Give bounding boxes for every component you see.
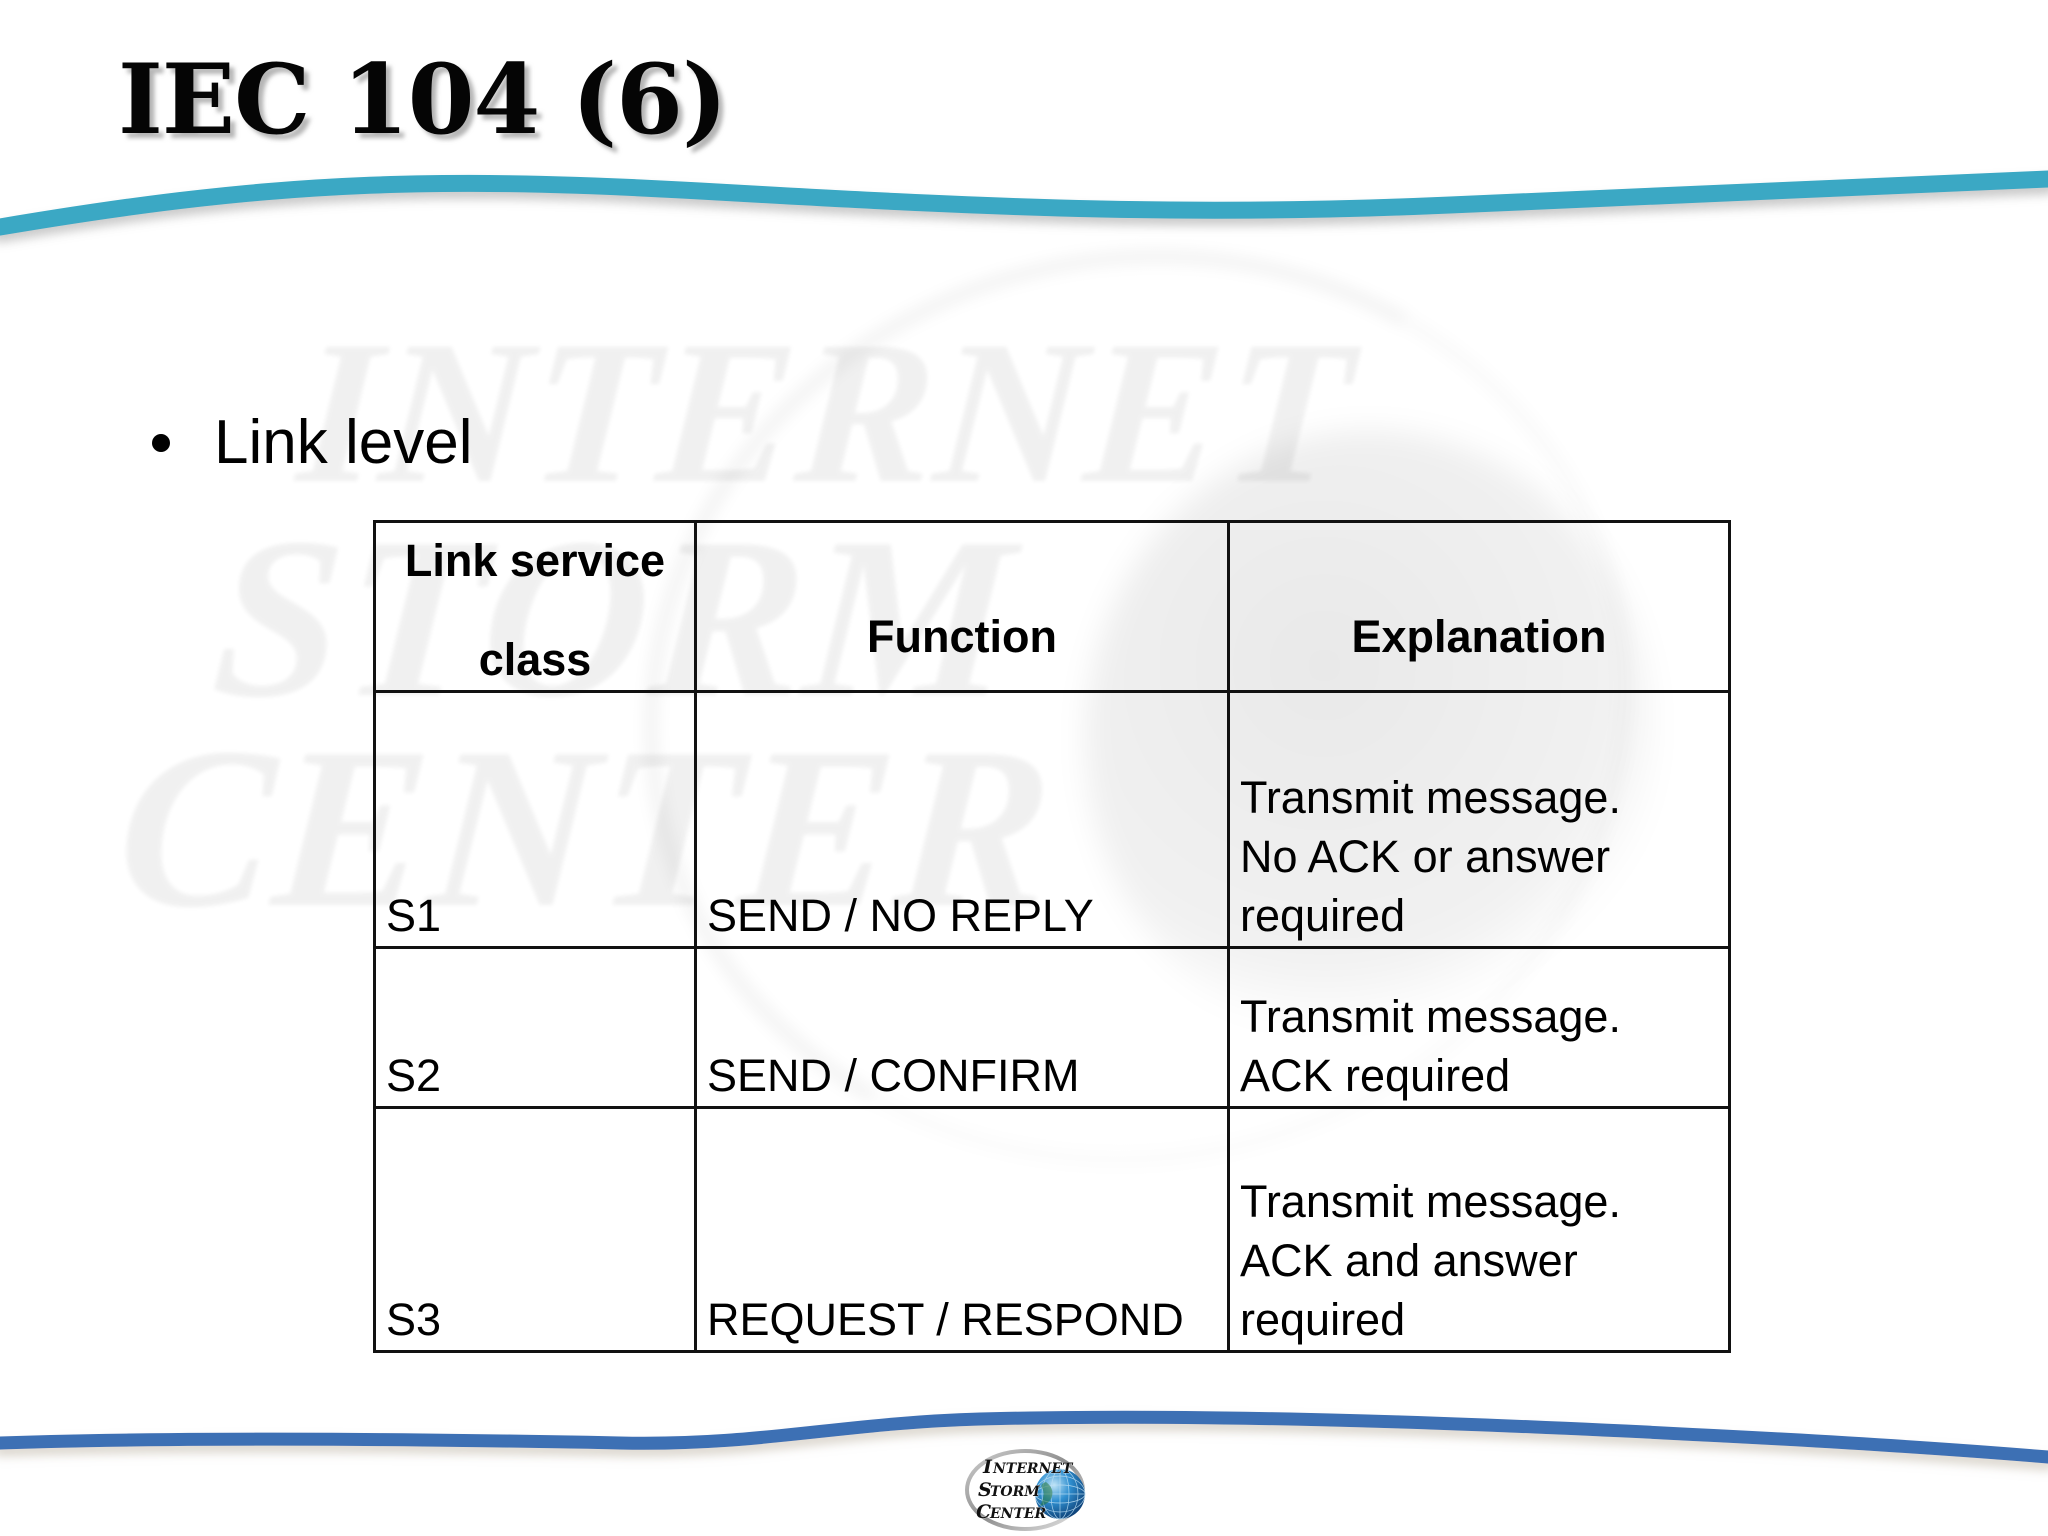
logo-text-storm: S [978, 1479, 992, 1501]
column-header-line1: Link service [404, 535, 666, 586]
bullet-point-icon [152, 434, 170, 452]
cell-class-s1: S1 [373, 689, 697, 949]
table-row: S2 SEND / CONFIRM Transmit message. ACK … [373, 945, 1731, 1109]
table-row: S3 REQUEST / RESPOND Transmit message. A… [373, 1105, 1731, 1353]
column-header-function-label: Function [867, 611, 1057, 662]
logo-text-internet-rest: NTERNET [992, 1461, 1074, 1477]
explanation-line: ACK required [1240, 1050, 1511, 1102]
cell-class-s2: S2 [373, 945, 697, 1109]
column-header-explanation: Explanation [1227, 520, 1731, 693]
cell-function-s3: REQUEST / RESPOND [694, 1105, 1230, 1353]
explanation-line: Transmit message. [1240, 1175, 1621, 1227]
table-body: S1 SEND / NO REPLY Transmit message. No … [373, 689, 1731, 1353]
cell-explanation-s3: Transmit message. ACK and answer require… [1227, 1105, 1731, 1353]
cell-explanation-s1: Transmit message. No ACK or answer requi… [1227, 689, 1731, 949]
slide-title: IEC 104 (6) [118, 43, 727, 156]
column-header-line2: class [478, 634, 592, 686]
logo-text-center-rest: ENTER [989, 1506, 1046, 1522]
table-header-row: Link service class Function Explanation [373, 520, 1731, 693]
explanation-line: Transmit message. [1240, 771, 1621, 823]
internet-storm-center-logo: I NTERNET S TORM C ENTER [965, 1449, 1086, 1531]
column-header-function: Function [694, 520, 1230, 693]
cell-class-s3: S3 [373, 1105, 697, 1353]
cell-function-s1: SEND / NO REPLY [694, 689, 1230, 949]
logo-text-storm-rest: TORM [990, 1484, 1040, 1500]
column-header-link-service-class: Link service class [373, 520, 697, 693]
top-wave-divider [0, 170, 2048, 236]
table-header: Link service class Function Explanation [373, 520, 1731, 693]
bullet-item-link-level: Link level [152, 412, 472, 474]
bullet-item-label: Link level [214, 408, 473, 477]
explanation-line: required [1240, 1294, 1406, 1346]
cell-explanation-s2: Transmit message. ACK required [1227, 945, 1731, 1109]
column-header-explanation-label: Explanation [1351, 611, 1607, 662]
table-row: S1 SEND / NO REPLY Transmit message. No … [373, 689, 1731, 949]
logo-text-internet: I [982, 1456, 993, 1478]
explanation-line: No ACK or answer [1240, 831, 1611, 882]
link-service-class-table: Link service class Function Explanation … [373, 520, 1731, 1353]
explanation-line: Transmit message. [1240, 991, 1621, 1042]
cell-function-s2: SEND / CONFIRM [694, 945, 1230, 1109]
explanation-line: required [1240, 890, 1406, 942]
explanation-line: ACK and answer [1240, 1235, 1578, 1286]
logo-text-center: C [976, 1501, 991, 1523]
